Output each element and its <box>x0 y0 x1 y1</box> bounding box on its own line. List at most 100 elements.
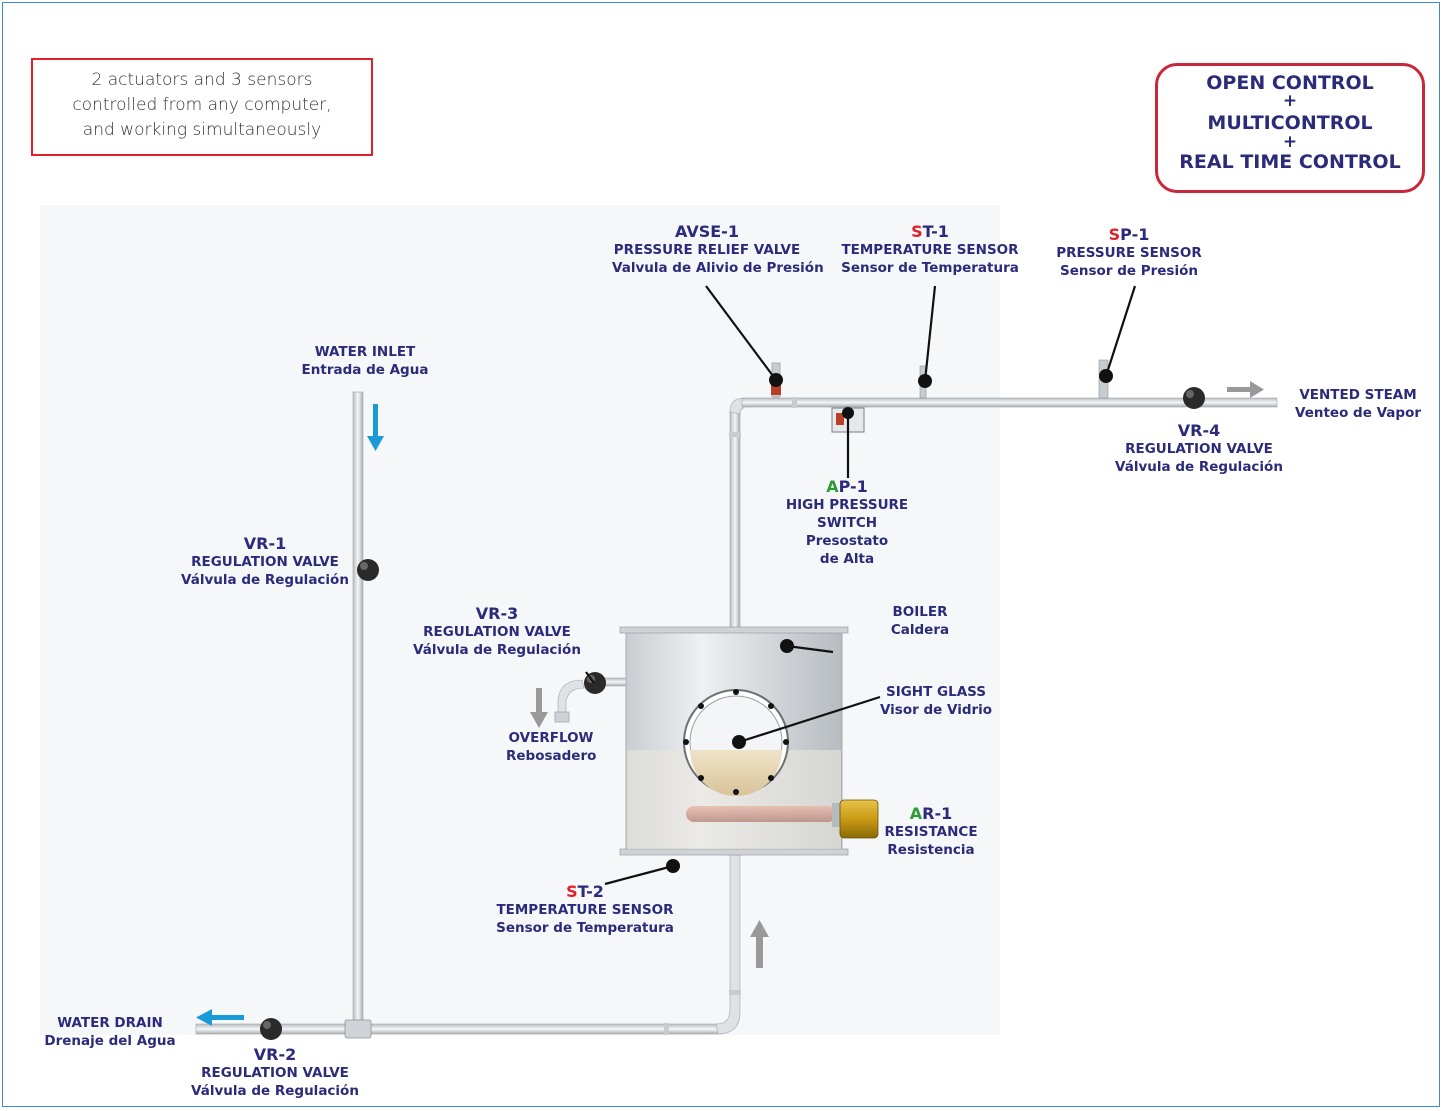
water-inlet-arrow <box>367 404 384 451</box>
leader-dots <box>666 369 1113 873</box>
avse1-english: PRESSURE RELIEF VALVE <box>613 242 801 258</box>
ap1-tag-rest: P-1 <box>838 477 868 496</box>
sp1-tag-rest: P-1 <box>1120 225 1150 244</box>
boiler-bottom-flange <box>619 848 849 856</box>
label-sight-glass: SIGHT GLASS Visor de Vidrio <box>868 683 1004 719</box>
label-overflow: OVERFLOW Rebosadero <box>506 729 596 765</box>
sight-glass-bolts <box>683 689 789 795</box>
steam-elbow <box>729 397 745 415</box>
label-vr1: VR-1 REGULATION VALVE Válvula de Regulac… <box>170 535 360 589</box>
label-st2: ST-2 TEMPERATURE SENSOR Sensor de Temper… <box>484 883 686 937</box>
water-inlet-pipe <box>352 391 364 1021</box>
avse1-tag: AVSE-1 <box>675 222 739 241</box>
vented-steam-spanish: Venteo de Vapor <box>1295 405 1421 421</box>
steam-riser-pipe <box>729 409 741 631</box>
label-ap1: AP-1 HIGH PRESSURE SWITCH Presostato de … <box>772 478 922 568</box>
ar1-tag-letter: A <box>909 804 923 823</box>
vr2-valve-knob <box>260 1018 282 1040</box>
vr3-spanish: Válvula de Regulación <box>413 642 581 658</box>
avse1-spanish: Valvula de Alivio de Presión <box>612 260 824 276</box>
ar1-spanish: Resistencia <box>887 842 975 858</box>
leader-lines <box>585 285 1137 886</box>
water-drain-spanish: Drenaje del Agua <box>44 1033 176 1049</box>
vr3-tag: VR-3 <box>475 604 519 623</box>
st2-tag-rest: T-2 <box>577 882 604 901</box>
heating-element <box>686 806 836 822</box>
pipe-coupling <box>729 432 741 437</box>
vr3-english: REGULATION VALVE <box>423 624 571 640</box>
label-water-drain: WATER DRAIN Drenaje del Agua <box>30 1014 190 1050</box>
label-sp1: SP-1 PRESSURE SENSOR Sensor de Presión <box>1044 226 1214 280</box>
pipe-coupling <box>664 1023 669 1035</box>
st1-tag-letter: S <box>911 222 923 241</box>
vr4-english: REGULATION VALVE <box>1125 441 1273 457</box>
sight-glass-spanish: Visor de Vidrio <box>879 702 993 718</box>
vented-steam-english: VENTED STEAM <box>1299 387 1417 403</box>
boiler-top-flange <box>619 626 849 634</box>
boiler-inlet-up-arrow <box>750 920 769 968</box>
note-line-1: 2 actuators and 3 sensors <box>91 70 313 90</box>
pipe-coupling <box>729 990 741 995</box>
overflow-outlet <box>554 711 570 723</box>
note-line-2: controlled from any computer, <box>72 95 332 115</box>
st1-tag-rest: T-1 <box>922 222 949 241</box>
ar1-tag: AR-1 <box>876 805 986 823</box>
label-vr2: VR-2 REGULATION VALVE Válvula de Regulac… <box>180 1046 370 1100</box>
boiler-english: BOILER <box>892 604 948 620</box>
heater-flange <box>832 803 842 827</box>
ap1-english-2: SWITCH <box>816 515 878 531</box>
feature-note-box: 2 actuators and 3 sensors controlled fro… <box>31 58 373 156</box>
vr4-spanish: Válvula de Regulación <box>1115 459 1283 475</box>
ap1-tag-letter: A <box>826 477 839 496</box>
vr2-english: REGULATION VALVE <box>201 1065 349 1081</box>
vr2-spanish: Válvula de Regulación <box>191 1083 359 1099</box>
sight-glass-water <box>690 750 782 796</box>
ap1-tag: AP-1 <box>772 478 922 496</box>
vr1-valve-knob <box>357 559 379 581</box>
vr4-tag: VR-4 <box>1177 421 1221 440</box>
ap1-spanish-2: de Alta <box>819 551 875 567</box>
st1-tag: ST-1 <box>834 223 1026 241</box>
vr2-tag: VR-2 <box>253 1045 297 1064</box>
water-drain-arrow <box>196 1009 244 1026</box>
water-inlet-spanish: Entrada de Agua <box>301 362 429 378</box>
label-ar1: AR-1 RESISTANCE Resistencia <box>876 805 986 859</box>
water-inlet-english: WATER INLET <box>314 344 416 360</box>
ap1-english-1: HIGH PRESSURE <box>785 497 909 513</box>
st2-english: TEMPERATURE SENSOR <box>496 902 674 918</box>
control-plus-1: + <box>1282 91 1298 111</box>
vr4-valve-knob <box>1183 387 1205 409</box>
control-modes-box: OPEN CONTROL + MULTICONTROL + REAL TIME … <box>1155 63 1425 193</box>
heater-housing <box>839 799 879 839</box>
vr1-english: REGULATION VALVE <box>191 554 339 570</box>
steam-out-arrow <box>1227 381 1264 398</box>
tee-fitting <box>344 1019 372 1039</box>
water-drain-english: WATER DRAIN <box>57 1015 163 1031</box>
sp1-spanish: Sensor de Presión <box>1060 263 1198 279</box>
vr1-tag: VR-1 <box>243 534 287 553</box>
sp1-tag: SP-1 <box>1044 226 1214 244</box>
steam-line-pipe <box>741 397 1278 408</box>
label-vr4: VR-4 REGULATION VALVE Válvula de Regulac… <box>1104 422 1294 476</box>
st2-tag: ST-2 <box>484 883 686 901</box>
pipe-coupling <box>792 397 797 408</box>
label-boiler: BOILER Caldera <box>880 603 960 639</box>
label-st1: ST-1 TEMPERATURE SENSOR Sensor de Temper… <box>834 223 1026 277</box>
pressure-switch-indicator <box>836 413 844 425</box>
overflow-down-arrow <box>530 688 548 728</box>
overflow-english: OVERFLOW <box>508 730 594 746</box>
label-vented-steam: VENTED STEAM Venteo de Vapor <box>1284 386 1432 422</box>
st2-spanish: Sensor de Temperatura <box>496 920 674 936</box>
relief-valve-seat <box>771 385 781 395</box>
ar1-tag-rest: R-1 <box>922 804 953 823</box>
background-panel <box>40 205 1000 1035</box>
label-avse1: AVSE-1 PRESSURE RELIEF VALVE Valvula de … <box>612 222 824 277</box>
label-vr3: VR-3 REGULATION VALVE Válvula de Regulac… <box>402 605 592 659</box>
control-plus-2: + <box>1282 132 1298 152</box>
st1-spanish: Sensor de Temperatura <box>841 260 1019 276</box>
note-line-3: and working simultaneously <box>82 120 322 140</box>
st1-english: TEMPERATURE SENSOR <box>841 242 1019 258</box>
sp1-tag-letter: S <box>1108 225 1121 244</box>
